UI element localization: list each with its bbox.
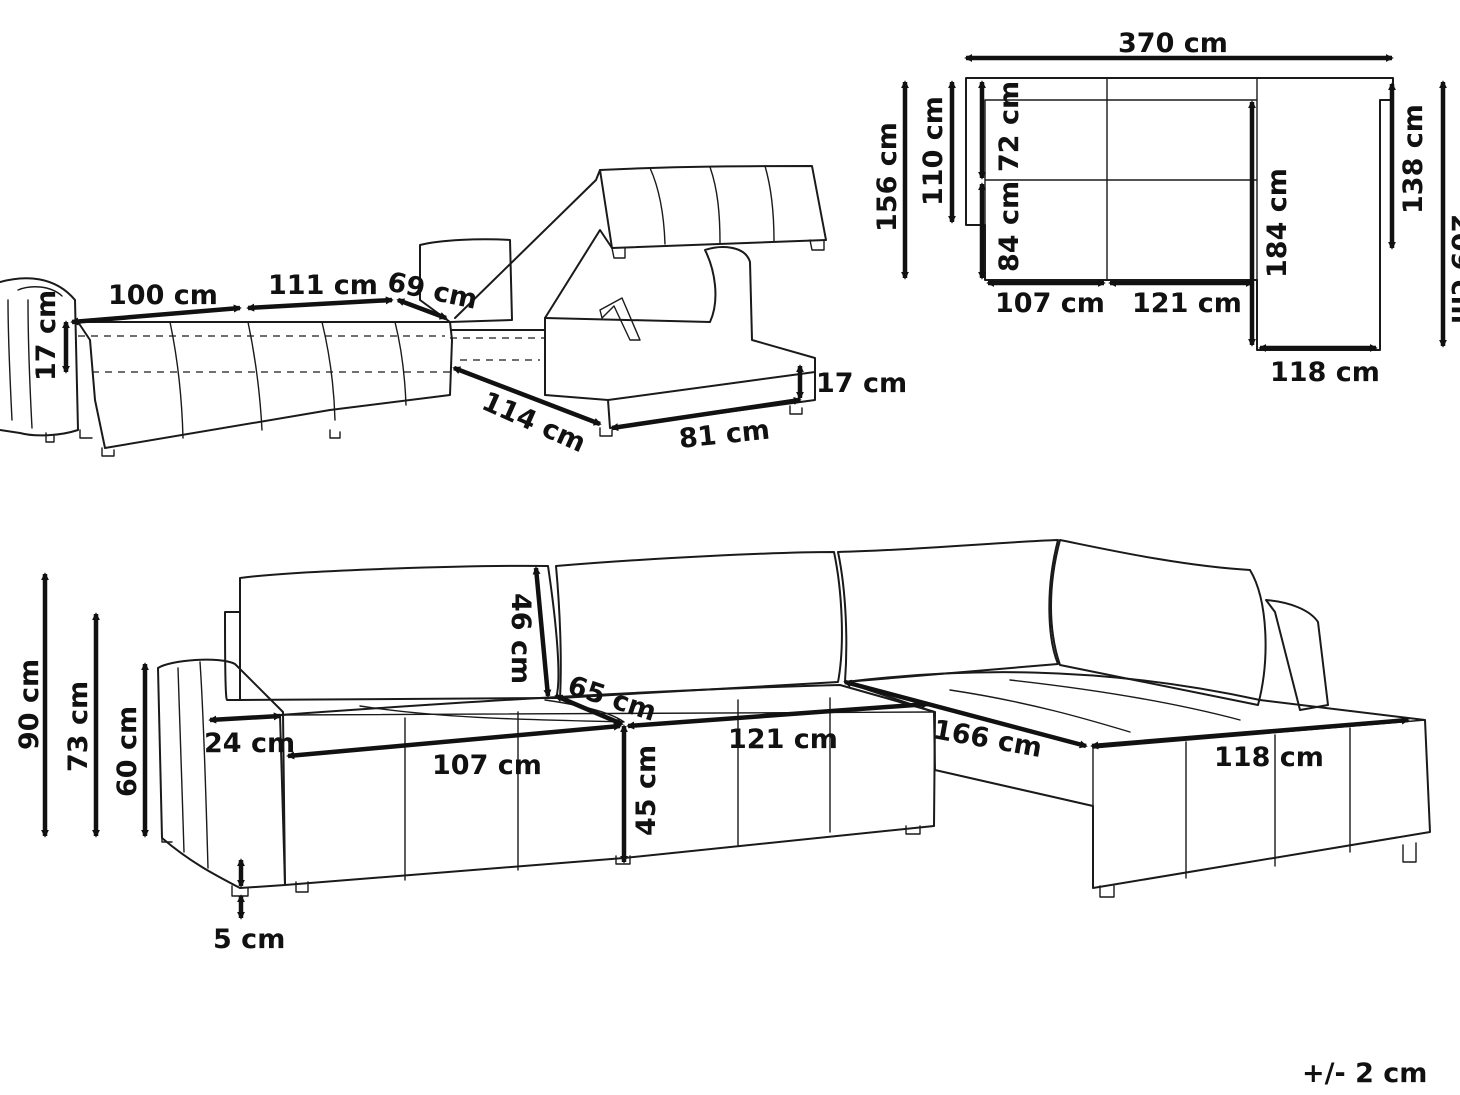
dimension-arrow	[452, 365, 602, 427]
dimension-arrow	[70, 304, 242, 326]
dim-label-90: 90 cm	[14, 659, 45, 750]
dim-label-17-left: 17 cm	[31, 290, 62, 381]
dimension-arrow	[532, 566, 552, 698]
dim-label-370: 370 cm	[1118, 28, 1228, 59]
dimension-arrow	[626, 700, 930, 730]
dim-label-100: 100 cm	[108, 280, 218, 311]
dim-label-184: 184 cm	[1262, 168, 1293, 278]
dim-label-5: 5 cm	[213, 924, 285, 955]
dim-label-110: 110 cm	[918, 96, 949, 206]
dimension-arrow	[1090, 716, 1410, 750]
dimension-arrow	[554, 693, 624, 727]
dim-label-156: 156 cm	[872, 122, 903, 232]
dim-label-118-plan: 118 cm	[1270, 357, 1380, 388]
dim-label-111: 111 cm	[268, 270, 378, 301]
dim-label-209: 209 cm	[1445, 214, 1460, 324]
open-bed-view	[0, 165, 827, 457]
dimension-labels: 100 cm 111 cm 69 cm 17 cm 114 cm 81 cm 1…	[14, 28, 1460, 955]
dim-label-138: 138 cm	[1398, 104, 1429, 214]
dim-label-107-front: 107 cm	[432, 750, 542, 781]
tolerance-note: +/- 2 cm	[1302, 1058, 1427, 1089]
dim-label-24: 24 cm	[204, 728, 295, 759]
dim-label-72: 72 cm	[994, 81, 1025, 172]
dim-label-73: 73 cm	[63, 681, 94, 772]
dim-label-118-front: 118 cm	[1214, 742, 1324, 773]
dim-label-121-front: 121 cm	[728, 724, 838, 755]
dimension-arrow	[610, 396, 802, 432]
dim-label-107-plan: 107 cm	[995, 288, 1105, 319]
dim-label-45: 45 cm	[631, 745, 662, 836]
front-view	[157, 539, 1431, 898]
dimension-arrow	[246, 296, 394, 312]
dim-label-46: 46 cm	[505, 593, 536, 684]
dim-label-84: 84 cm	[994, 181, 1025, 272]
dimension-arrow	[208, 712, 282, 724]
dimension-arrows	[41, 54, 1447, 920]
dim-label-121-plan: 121 cm	[1132, 288, 1242, 319]
dim-label-17-right: 17 cm	[816, 368, 907, 399]
dimension-arrow	[843, 679, 1088, 749]
dimension-arrow	[286, 722, 622, 760]
dim-label-60: 60 cm	[112, 706, 143, 797]
dimension-arrow	[396, 297, 448, 321]
dim-label-81: 81 cm	[677, 415, 771, 455]
